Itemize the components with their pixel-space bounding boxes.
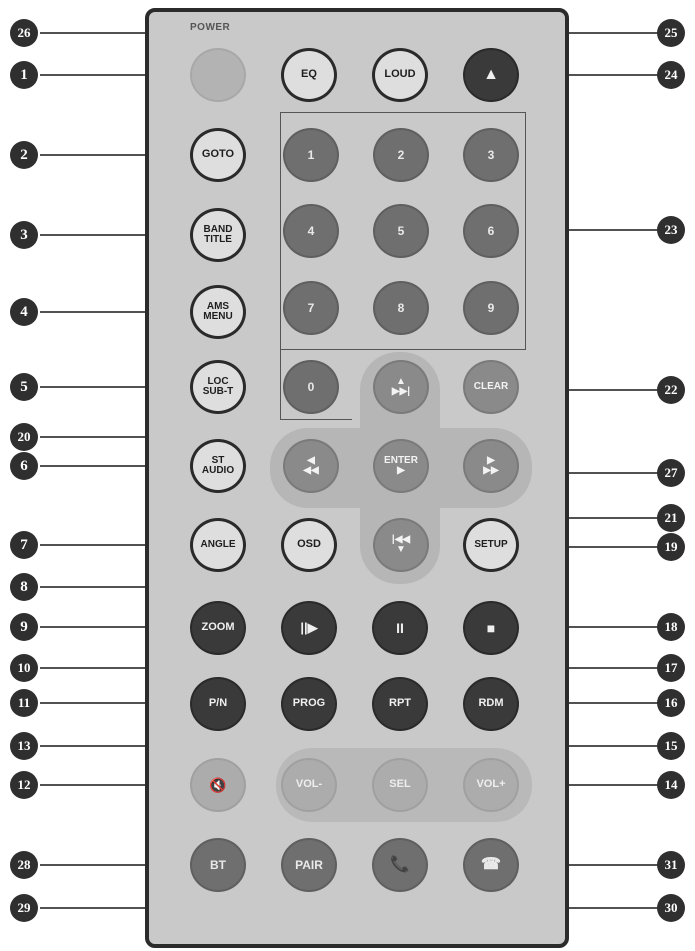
number-1-button[interactable]: 1 <box>283 128 339 182</box>
mute-button[interactable]: 🔇 <box>190 758 246 812</box>
prog-button[interactable]: PROG <box>281 677 337 731</box>
eject-button[interactable]: ▲ <box>463 48 519 102</box>
power-button[interactable] <box>190 48 246 102</box>
callout-4: 4 <box>10 298 38 326</box>
zoom-button[interactable]: ZOOM <box>190 601 246 655</box>
audio-label: AUDIO <box>202 466 234 477</box>
number-5-button[interactable]: 5 <box>373 204 429 258</box>
menu-label: MENU <box>203 312 232 323</box>
pause-button[interactable]: II <box>372 601 428 655</box>
power-label: POWER <box>190 22 230 33</box>
callout-2: 2 <box>10 141 38 169</box>
vol-plus-button[interactable]: VOL+ <box>463 758 519 812</box>
hangup-button[interactable]: ☎ <box>463 838 519 892</box>
callout-21: 21 <box>657 504 685 532</box>
callout-23: 23 <box>657 216 685 244</box>
number-9-button[interactable]: 9 <box>463 281 519 335</box>
sel-button[interactable]: SEL <box>372 758 428 812</box>
angle-button[interactable]: ANGLE <box>190 518 246 572</box>
callout-3: 3 <box>10 221 38 249</box>
callout-28: 28 <box>10 851 38 879</box>
number-0-button[interactable]: 0 <box>283 360 339 414</box>
down-prev-button[interactable]: |◀◀▼ <box>373 518 429 572</box>
step-play-button[interactable]: ||▶ <box>281 601 337 655</box>
fast-forward-icon: ▶▶ <box>483 466 498 477</box>
callout-13: 13 <box>10 732 38 760</box>
bt-button[interactable]: BT <box>190 838 246 892</box>
stop-button[interactable]: ■ <box>463 601 519 655</box>
number-3-button[interactable]: 3 <box>463 128 519 182</box>
callout-1: 1 <box>10 61 38 89</box>
callout-10: 10 <box>10 654 38 682</box>
callout-25: 25 <box>657 19 685 47</box>
rewind-icon: ◀◀ <box>303 466 318 477</box>
play-icon: ▶ <box>397 466 405 477</box>
callout-15: 15 <box>657 732 685 760</box>
callout-14: 14 <box>657 771 685 799</box>
callout-17: 17 <box>657 654 685 682</box>
callout-6: 6 <box>10 452 38 480</box>
rdm-button[interactable]: RDM <box>463 677 519 731</box>
right-forward-button[interactable]: ▶▶▶ <box>463 439 519 493</box>
callout-29: 29 <box>10 894 38 922</box>
next-track-icon: ▶▶| <box>392 387 410 398</box>
goto-button[interactable]: GOTO <box>190 128 246 182</box>
setup-button[interactable]: SETUP <box>463 518 519 572</box>
left-rewind-button[interactable]: ◀◀◀ <box>283 439 339 493</box>
callout-9: 9 <box>10 613 38 641</box>
clear-button[interactable]: CLEAR <box>463 360 519 414</box>
title-label: TITLE <box>204 235 232 246</box>
osd-button[interactable]: OSD <box>281 518 337 572</box>
down-arrow-icon: ▼ <box>396 545 406 556</box>
pn-button[interactable]: P/N <box>190 677 246 731</box>
callout-18: 18 <box>657 613 685 641</box>
callout-20: 20 <box>10 423 38 451</box>
callout-31: 31 <box>657 851 685 879</box>
number-4-button[interactable]: 4 <box>283 204 339 258</box>
callout-16: 16 <box>657 689 685 717</box>
callout-7: 7 <box>10 531 38 559</box>
callout-22: 22 <box>657 376 685 404</box>
callout-24: 24 <box>657 61 685 89</box>
callout-30: 30 <box>657 894 685 922</box>
call-button[interactable]: 📞 <box>372 838 428 892</box>
callout-19: 19 <box>657 533 685 561</box>
enter-button[interactable]: ENTER▶ <box>373 439 429 493</box>
vol-minus-button[interactable]: VOL- <box>281 758 337 812</box>
callout-27: 27 <box>657 459 685 487</box>
number-7-button[interactable]: 7 <box>283 281 339 335</box>
callout-12: 12 <box>10 771 38 799</box>
loud-button[interactable]: LOUD <box>372 48 428 102</box>
callout-5: 5 <box>10 373 38 401</box>
callout-26: 26 <box>10 19 38 47</box>
up-next-button[interactable]: ▲▶▶| <box>373 360 429 414</box>
eq-button[interactable]: EQ <box>281 48 337 102</box>
pair-button[interactable]: PAIR <box>281 838 337 892</box>
callout-8: 8 <box>10 573 38 601</box>
subt-label: SUB-T <box>203 387 234 398</box>
rpt-button[interactable]: RPT <box>372 677 428 731</box>
number-8-button[interactable]: 8 <box>373 281 429 335</box>
number-2-button[interactable]: 2 <box>373 128 429 182</box>
callout-11: 11 <box>10 689 38 717</box>
number-6-button[interactable]: 6 <box>463 204 519 258</box>
